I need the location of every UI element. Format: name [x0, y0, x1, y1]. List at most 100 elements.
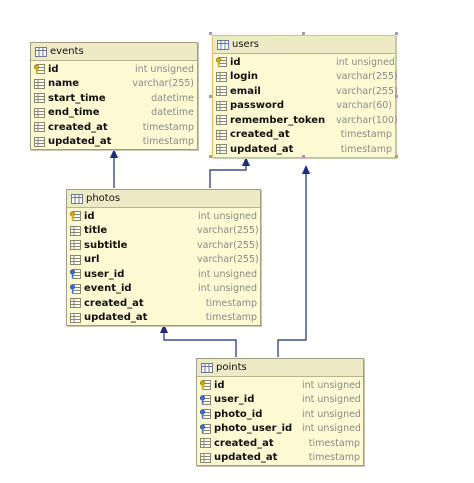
- table-header[interactable]: photos: [67, 190, 260, 208]
- column-name: id: [84, 210, 95, 222]
- foreign-key-icon: [69, 269, 81, 280]
- column-icon: [70, 225, 81, 236]
- column-icon: [216, 129, 227, 140]
- primary-key-icon: [69, 211, 81, 222]
- column-row-login[interactable]: login varchar(255): [213, 70, 398, 85]
- resize-handle[interactable]: [395, 95, 398, 98]
- column-icon: [70, 298, 81, 309]
- column-type: timestamp: [142, 121, 194, 133]
- column-name: photo_id: [214, 408, 263, 420]
- table-header[interactable]: events: [31, 43, 197, 61]
- column-row-photo-user-id[interactable]: photo_user_id int unsigned: [197, 422, 363, 437]
- column-type: int unsigned: [336, 56, 395, 68]
- column-type: varchar(255): [336, 71, 398, 83]
- column-icon: [200, 438, 211, 449]
- column-icon: [70, 312, 81, 323]
- column-name: user_id: [214, 394, 255, 406]
- table-header[interactable]: users: [213, 36, 395, 54]
- column-name: user_id: [84, 268, 125, 280]
- column-name: created_at: [84, 297, 144, 309]
- link-points-users[interactable]: [277, 173, 307, 357]
- primary-key-icon: [33, 64, 45, 75]
- resize-handle[interactable]: [395, 155, 398, 158]
- column-name: end_time: [48, 107, 100, 119]
- link-points-photos[interactable]: [163, 332, 237, 357]
- column-name: id: [48, 63, 59, 75]
- column-name: updated_at: [214, 452, 278, 464]
- column-icon: [216, 115, 227, 126]
- column-name: remember_token: [230, 114, 326, 126]
- column-name: login: [230, 71, 259, 83]
- resize-handle[interactable]: [209, 155, 212, 158]
- column-row-id[interactable]: id int unsigned: [197, 378, 363, 393]
- link-arrowhead: [110, 149, 118, 158]
- foreign-key-icon: [199, 423, 211, 434]
- resize-handle[interactable]: [302, 32, 305, 35]
- column-name: created_at: [48, 121, 108, 133]
- column-icon: [34, 78, 45, 89]
- column-type: int unsigned: [198, 283, 257, 295]
- column-row-user-id[interactable]: user_id int unsigned: [67, 267, 260, 282]
- column-icon: [70, 254, 81, 265]
- column-name: event_id: [84, 283, 132, 295]
- column-type: datetime: [151, 92, 194, 104]
- column-name: id: [214, 379, 225, 391]
- column-row-start-time[interactable]: start_time datetime: [31, 91, 197, 106]
- column-row-created-at[interactable]: created_at timestamp: [67, 296, 260, 311]
- column-type: int unsigned: [198, 268, 257, 280]
- column-row-event-id[interactable]: event_id int unsigned: [67, 282, 260, 297]
- primary-key-icon: [199, 380, 211, 391]
- column-name: start_time: [48, 92, 106, 104]
- column-type: int unsigned: [302, 379, 361, 391]
- column-type: datetime: [151, 107, 194, 119]
- table-header[interactable]: points: [197, 359, 363, 377]
- resize-handle[interactable]: [209, 32, 212, 35]
- column-name: created_at: [230, 129, 290, 141]
- column-type: varchar(255): [197, 225, 259, 237]
- resize-handle[interactable]: [302, 155, 305, 158]
- column-type: varchar(60): [336, 100, 392, 112]
- column-name: photo_user_id: [214, 423, 293, 435]
- link-photos-users[interactable]: [209, 165, 247, 188]
- column-icon: [216, 144, 227, 155]
- foreign-key-icon: [199, 394, 211, 405]
- link-arrowhead: [242, 157, 250, 166]
- primary-key-icon: [215, 57, 227, 68]
- table-name: points: [216, 362, 247, 373]
- column-row-created-at[interactable]: created_at timestamp: [31, 120, 197, 135]
- resize-handle[interactable]: [395, 32, 398, 35]
- column-name: email: [230, 85, 261, 97]
- column-type: int unsigned: [302, 423, 361, 435]
- link-arrowhead: [302, 165, 310, 174]
- resize-handle[interactable]: [209, 95, 212, 98]
- column-name: subtitle: [84, 239, 128, 251]
- column-row-end-time[interactable]: end_time datetime: [31, 106, 197, 121]
- column-type: varchar(255): [132, 78, 194, 90]
- column-name: created_at: [214, 437, 274, 449]
- foreign-key-icon: [69, 283, 81, 294]
- column-type: timestamp: [205, 297, 257, 309]
